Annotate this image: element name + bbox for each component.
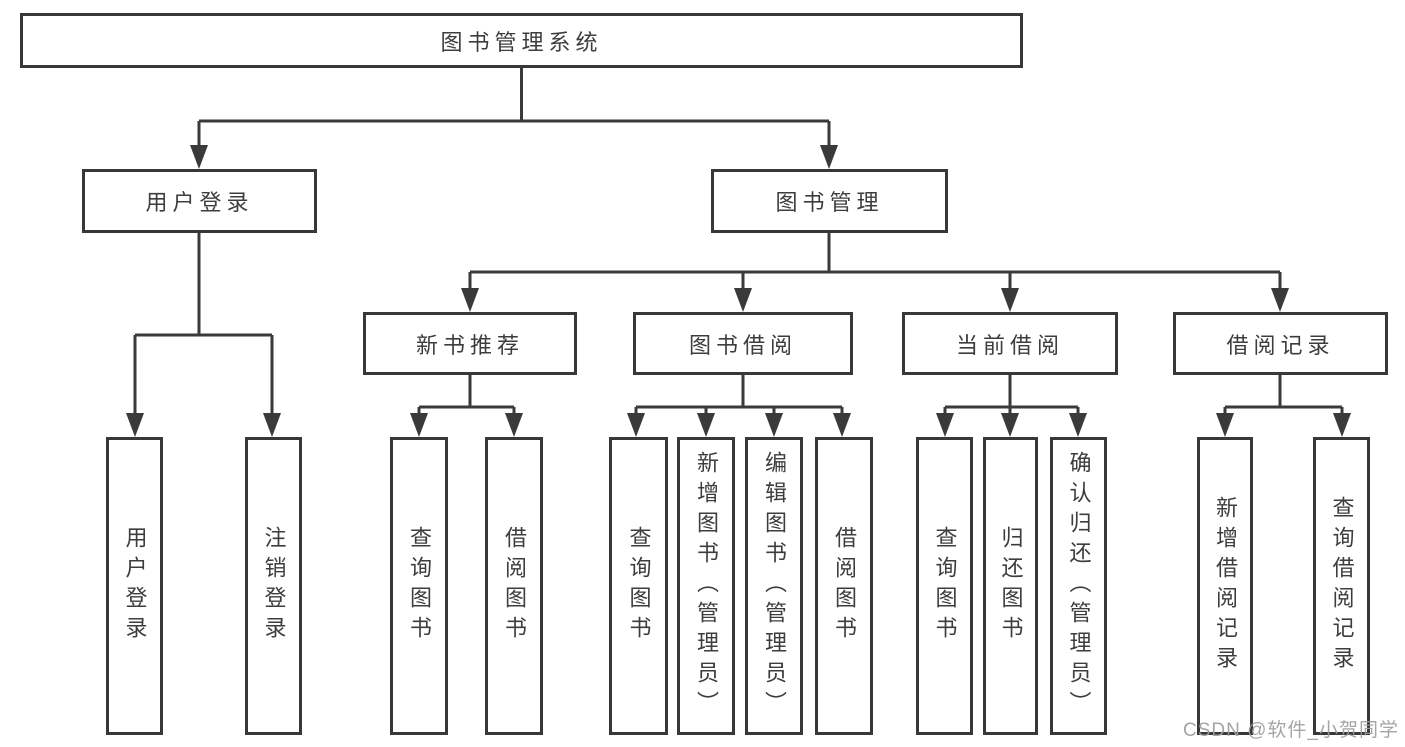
leaf-query-books-recommend: 查询图书 — [390, 437, 448, 735]
leaf-return-book: 归还图书 — [983, 437, 1038, 735]
csdn-watermark: CSDN @软件_小贺同学 — [1183, 720, 1399, 741]
leaf-return-book-label: 归还图书 — [998, 526, 1024, 646]
leaf-user-login-label: 用户登录 — [122, 526, 148, 646]
node-book-borrowing-label: 图书借阅 — [688, 332, 797, 358]
leaf-confirm-return-admin-label: 确认归还（管理员） — [1066, 451, 1092, 721]
leaf-add-borrow-record-label: 新增借阅记录 — [1213, 496, 1238, 676]
leaf-query-books-borrow: 查询图书 — [609, 437, 668, 735]
leaf-add-borrow-record: 新增借阅记录 — [1197, 437, 1253, 735]
leaf-borrow-books-recommend-label: 借阅图书 — [502, 526, 527, 646]
node-book-management: 图书管理 — [711, 169, 948, 233]
leaf-add-book-admin-label: 新增图书（管理员） — [694, 451, 719, 721]
leaf-borrow-books: 借阅图书 — [815, 437, 873, 735]
node-user-login-label: 用户登录 — [145, 190, 254, 215]
node-root: 图书管理系统 — [20, 13, 1023, 68]
leaf-query-borrow-record-label: 查询借阅记录 — [1329, 496, 1355, 676]
leaf-borrow-books-label: 借阅图书 — [832, 526, 857, 646]
leaf-query-books-current-label: 查询图书 — [932, 526, 958, 646]
node-current-borrowing-label: 当前借阅 — [955, 332, 1064, 358]
leaf-edit-book-admin-label: 编辑图书（管理员） — [762, 451, 787, 721]
node-user-login: 用户登录 — [82, 169, 317, 233]
node-new-book-recommend-label: 新书推荐 — [415, 332, 524, 358]
leaf-logout-label: 注销登录 — [261, 526, 287, 646]
leaf-user-login: 用户登录 — [106, 437, 163, 735]
node-borrowing-records: 借阅记录 — [1173, 312, 1388, 375]
node-current-borrowing: 当前借阅 — [902, 312, 1118, 375]
node-book-borrowing: 图书借阅 — [633, 312, 853, 375]
leaf-query-books-recommend-label: 查询图书 — [407, 526, 432, 646]
leaf-logout: 注销登录 — [245, 437, 302, 735]
leaf-query-books-current: 查询图书 — [916, 437, 973, 735]
node-root-label: 图书管理系统 — [440, 29, 603, 55]
leaf-query-books-borrow-label: 查询图书 — [626, 526, 652, 646]
leaf-edit-book-admin: 编辑图书（管理员） — [745, 437, 803, 735]
node-new-book-recommend: 新书推荐 — [363, 312, 577, 375]
leaf-confirm-return-admin: 确认归还（管理员） — [1050, 437, 1107, 735]
leaf-borrow-books-recommend: 借阅图书 — [485, 437, 543, 735]
leaf-query-borrow-record: 查询借阅记录 — [1313, 437, 1370, 735]
node-book-management-label: 图书管理 — [775, 190, 884, 215]
node-borrowing-records-label: 借阅记录 — [1226, 332, 1335, 358]
leaf-add-book-admin: 新增图书（管理员） — [677, 437, 735, 735]
